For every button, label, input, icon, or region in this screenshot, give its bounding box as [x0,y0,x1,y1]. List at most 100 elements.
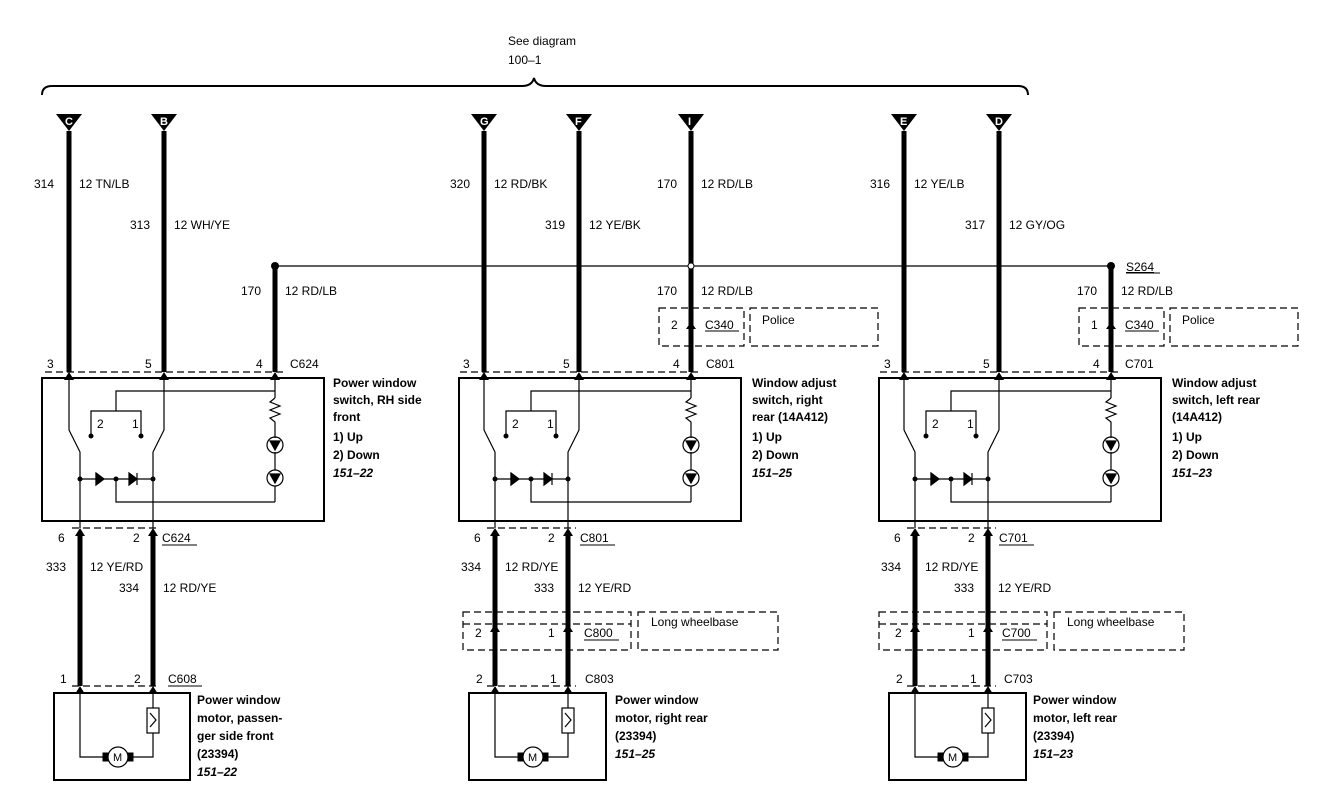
svg-text:334: 334 [461,560,481,574]
svg-text:(23394): (23394) [615,729,656,743]
splice-label: S264 [1126,260,1154,274]
svg-text:1) Up: 1) Up [1172,430,1202,444]
pin-number: 5 [563,357,570,371]
wire-circuit: 320 [450,177,470,191]
svg-text:Long wheelbase: Long wheelbase [651,615,739,629]
wire-labels-top: 314 12 TN/LB 313 12 WH/YE 170 12 RD/LB 3… [34,177,1173,298]
svg-text:C700: C700 [1002,626,1031,640]
contact-label: 1 [547,417,554,431]
switch-box [41,377,325,528]
svg-text:333: 333 [46,560,66,574]
police-connector-id: C340 [1125,318,1154,332]
pin-number: 3 [463,357,470,371]
police-connector: 2 C340 Police [658,307,879,347]
long-wheelbase-connector: 2 1 C800 Long wheelbase [462,611,779,651]
svg-text:151–22: 151–22 [333,466,373,480]
police-connector: 1 C340 Police [1078,307,1299,347]
svg-text:12 YE/RD: 12 YE/RD [998,581,1051,595]
wire-color: 12 RD/LB [701,177,753,191]
wire-circuit: 317 [965,218,985,232]
switch-description: Window adjust switch, right rear (14A412… [752,376,837,480]
svg-text:1: 1 [970,672,977,686]
motor-icon [517,746,549,768]
motor-symbol: M [948,752,957,764]
svg-text:front: front [333,410,360,424]
police-pin: 1 [1091,318,1098,332]
long-wheelbase-connector: 2 1 C700 Long wheelbase [878,611,1185,651]
top-wires [66,131,1114,372]
svg-text:ger side front: ger side front [197,729,274,743]
svg-text:2: 2 [896,672,903,686]
police-label: Police [1182,313,1215,327]
svg-text:1: 1 [968,626,975,640]
splice-dot-icon [271,262,1115,270]
svg-text:rear (14A412): rear (14A412) [752,410,828,424]
svg-text:2: 2 [133,531,140,545]
svg-text:1) Up: 1) Up [333,430,363,444]
pin-number: 4 [1093,357,1100,371]
terminal-icon: D [986,114,1012,131]
switch-box [458,377,742,528]
pin-number: 3 [884,357,891,371]
terminal-icon: G [471,114,497,131]
svg-text:C701: C701 [999,531,1028,545]
switch-pin-labels: 3 5 4 C624 3 5 4 C801 3 5 4 C701 [47,357,1154,371]
diagram-ref-label: 100–1 [508,53,542,67]
svg-text:F: F [575,116,582,128]
wire-color: 12 RD/LB [285,284,337,298]
svg-text:334: 334 [119,581,139,595]
wire-circuit: 313 [130,218,150,232]
led-icon [1102,436,1120,487]
led-icon [266,436,284,487]
led-icon [682,436,700,487]
svg-text:C624: C624 [162,531,191,545]
svg-text:2) Down: 2) Down [752,448,799,462]
connector-id: C701 [1125,357,1154,371]
svg-text:switch, RH side: switch, RH side [333,393,422,407]
svg-text:I: I [688,116,691,128]
contact-dots [912,433,991,482]
svg-text:151–25: 151–25 [615,747,655,761]
contact-label: 1 [967,417,974,431]
svg-text:switch, left rear: switch, left rear [1172,393,1260,407]
police-connector-id: C340 [705,318,734,332]
svg-text:C: C [65,116,73,128]
wire-color: 12 YE/BK [589,218,641,232]
pin-number: 5 [983,357,990,371]
motor-description: Power window motor, passen- ger side fro… [197,693,282,779]
svg-text:C703: C703 [1004,672,1033,686]
contact-dots [77,433,156,482]
svg-text:333: 333 [534,581,554,595]
wire-color: 12 WH/YE [174,218,230,232]
pin-number: 5 [145,357,152,371]
switch-box [878,377,1162,528]
svg-text:motor, passen-: motor, passen- [197,711,282,725]
svg-text:1: 1 [550,672,557,686]
svg-text:334: 334 [881,560,901,574]
wire-circuit: 170 [241,284,261,298]
motor-icon [102,746,134,768]
police-pin: 2 [671,318,678,332]
svg-text:1: 1 [548,626,555,640]
svg-text:(23394): (23394) [1033,729,1074,743]
svg-text:2: 2 [475,626,482,640]
svg-text:2: 2 [968,531,975,545]
svg-text:motor, right rear: motor, right rear [615,711,708,725]
motor-box [888,692,1027,781]
police-label: Police [762,313,795,327]
wire-circuit: 170 [657,284,677,298]
svg-text:Long wheelbase: Long wheelbase [1067,615,1155,629]
svg-text:12 RD/YE: 12 RD/YE [163,581,216,595]
svg-text:12 YE/RD: 12 YE/RD [90,560,143,574]
wire-color: 12 RD/LB [701,284,753,298]
connector-id: C801 [706,357,735,371]
svg-text:1) Up: 1) Up [752,430,782,444]
wire-color: 12 GY/OG [1009,218,1065,232]
motor-box [53,692,191,781]
switch-description: Power window switch, RH side front 1) Up… [333,376,422,480]
diode-icon [930,471,973,487]
wire-color: 12 YE/LB [914,177,964,191]
wire-circuit: 314 [34,177,54,191]
svg-text:151–25: 151–25 [752,466,792,480]
